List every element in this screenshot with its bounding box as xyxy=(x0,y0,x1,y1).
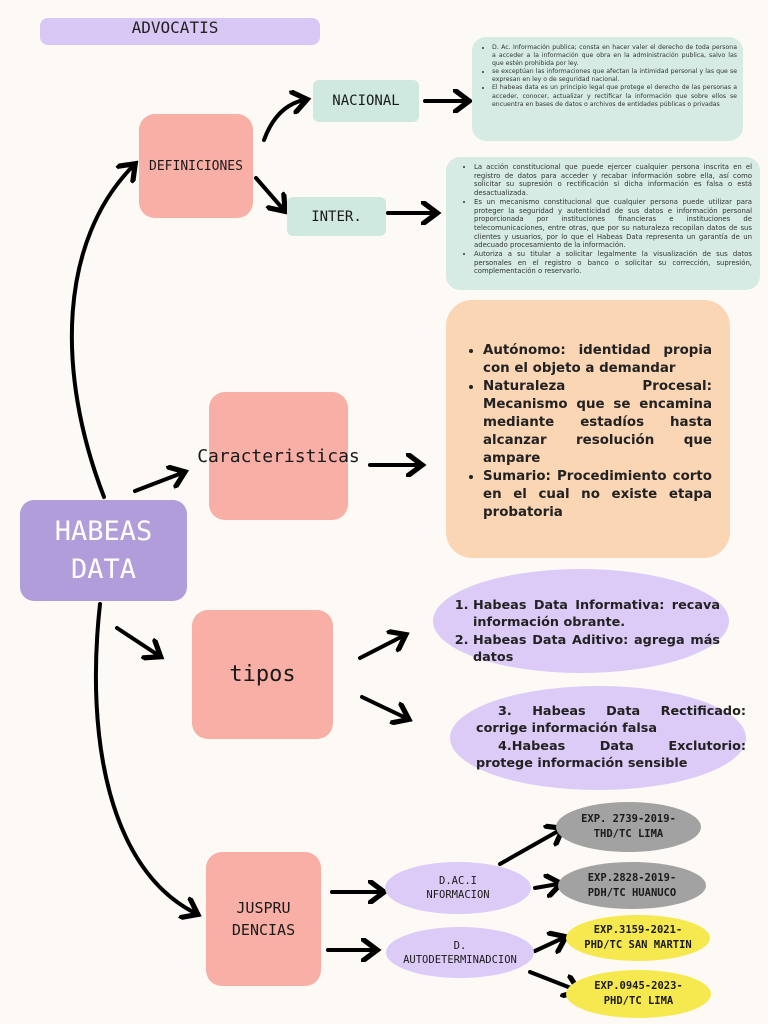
arrow-tipos-2 xyxy=(360,695,406,718)
nacional-label: NACIONAL xyxy=(332,93,400,109)
tipo-item: Habeas Data Informativa: recava informac… xyxy=(473,597,720,632)
tipo-item: 3. Habeas Data Rectificado: corrige info… xyxy=(476,704,746,737)
nacional-item: se exceptúan las informaciones que afect… xyxy=(492,68,737,84)
tipos-ellipse-2 xyxy=(450,686,746,790)
nacional-node: NACIONAL xyxy=(313,80,419,122)
jurisprudencias-node: JUSPRU DENCIAS xyxy=(206,852,321,986)
caracteristica-item: Sumario: Procedimiento corto en el cual … xyxy=(483,468,712,522)
inter-note: La acción constitucional que puede ejerc… xyxy=(446,157,760,290)
arrow-dac-exp1 xyxy=(498,830,560,866)
exp-line1: EXP.2828-2019- xyxy=(587,871,677,884)
tipos-ellipse-1 xyxy=(433,569,729,673)
tipos-list-2: 3. Habeas Data Rectificado: corrige info… xyxy=(476,703,746,772)
arrow-definiciones-inter xyxy=(254,176,283,209)
autodeterminacion-node: D. AUTODETERMINADCION xyxy=(386,927,534,978)
caracteristicas-label: Caracteristicas xyxy=(197,445,360,467)
root-line2: DATA xyxy=(70,553,136,585)
arrow-root-tipos xyxy=(115,626,158,655)
inter-node: INTER. xyxy=(287,197,386,236)
inter-item: Autoriza a su titular a solicitar legalm… xyxy=(474,250,752,276)
exp-line2: PHD/TC SAN MARTIN xyxy=(584,939,692,951)
exp-line1: EXP. 2739-2019- xyxy=(581,813,676,825)
jurisprudencias-line1: JUSPRU xyxy=(236,899,291,917)
inter-item: Es un mecanismo constitucional que cualq… xyxy=(474,198,752,250)
caracteristicas-list: Autónomo: identidad propia con el objeto… xyxy=(466,342,712,522)
nacional-item: El habeas data es un principio legal que… xyxy=(492,84,737,108)
inter-item: La acción constitucional que puede ejerc… xyxy=(474,163,752,198)
tipos-label: tipos xyxy=(229,662,296,687)
arrow-definiciones-nacional xyxy=(262,100,304,142)
exp-line2: PDH/TC HUANUCO xyxy=(587,886,677,899)
header-bar xyxy=(40,18,320,45)
header-title: ADVOCATIS xyxy=(131,17,219,37)
auto-line2: AUTODETERMINADCION xyxy=(403,953,517,966)
caracteristicas-node: Caracteristicas xyxy=(197,392,360,520)
inter-label: INTER. xyxy=(311,208,362,225)
exp-2828-2019: EXP.2828-2019- PDH/TC HUANUCO xyxy=(558,862,706,909)
exp-line1: EXP.0945-2023- xyxy=(594,980,683,992)
exp-2739-2019: EXP. 2739-2019- THD/TC LIMA xyxy=(556,802,701,852)
caracteristica-item: Naturaleza Procesal: Mecanismo que se en… xyxy=(483,378,712,468)
dac-informacion-node: D.AC.I NFORMACION xyxy=(385,862,531,914)
exp-3159-2021: EXP.3159-2021- PHD/TC SAN MARTIN xyxy=(566,915,710,961)
arrow-root-jurisprudencias xyxy=(93,602,195,913)
definiciones-node: DEFINICIONES xyxy=(139,114,253,218)
nacional-note: D. Ac. Información publica; consta en ha… xyxy=(472,37,743,141)
root-line1: HABEAS xyxy=(54,515,153,547)
arrow-dac-exp2 xyxy=(533,884,558,888)
auto-line1: D. xyxy=(453,939,467,952)
dac-line2: NFORMACION xyxy=(426,889,490,901)
habeas-data-root: HABEAS DATA xyxy=(20,500,187,601)
nacional-item: D. Ac. Información publica; consta en ha… xyxy=(492,44,737,68)
arrow-tipos-1 xyxy=(358,636,403,660)
dac-line1: D.AC.I xyxy=(439,875,477,887)
caracteristicas-note xyxy=(446,300,730,558)
tipos-node: tipos xyxy=(192,610,333,739)
arrow-root-caracteristicas xyxy=(133,473,182,493)
exp-0945-2023: EXP.0945-2023- PHD/TC LIMA xyxy=(566,970,711,1018)
tipo-item: 4.Habeas Data Exclutorio: protege inform… xyxy=(476,738,746,771)
tipos-list-1: Habeas Data Informativa: recava informac… xyxy=(457,597,720,666)
exp-line2: PHD/TC LIMA xyxy=(603,995,674,1007)
tipo-item: Habeas Data Aditivo: agrega más datos xyxy=(473,632,720,667)
exp-line2: THD/TC LIMA xyxy=(593,828,664,840)
definiciones-label: DEFINICIONES xyxy=(149,158,243,174)
arrow-auto-exp3 xyxy=(533,938,563,951)
exp-line1: EXP.3159-2021- xyxy=(593,924,683,936)
caracteristica-item: Autónomo: identidad propia con el objeto… xyxy=(483,342,712,378)
jurisprudencias-line2: DENCIAS xyxy=(231,921,296,939)
arrow-root-definiciones xyxy=(69,166,133,499)
